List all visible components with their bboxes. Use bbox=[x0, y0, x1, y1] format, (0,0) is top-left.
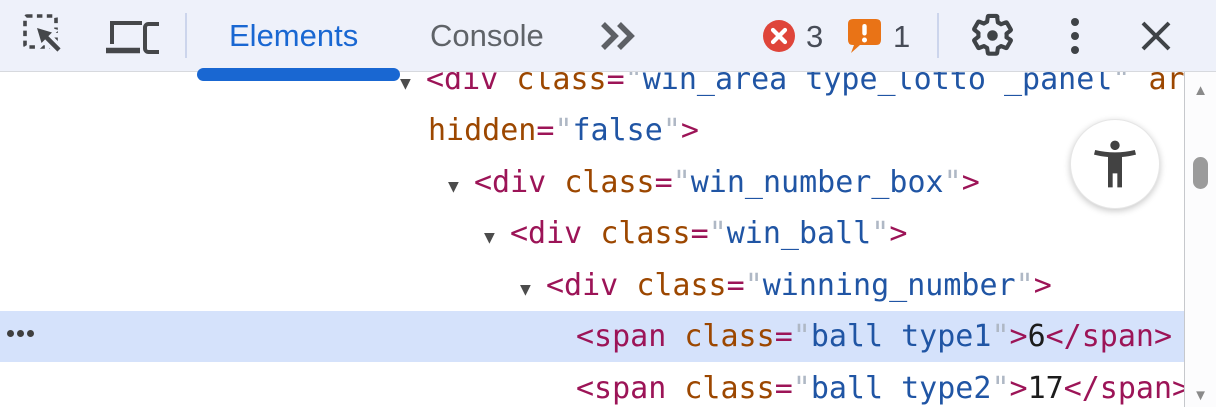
expand-arrow-icon[interactable]: ▼ bbox=[484, 227, 495, 248]
code-token-attr: class bbox=[600, 216, 691, 251]
code-token-quote: " bbox=[708, 216, 727, 251]
code-token-quote: " bbox=[662, 113, 681, 148]
code-token-attr: class bbox=[564, 165, 655, 200]
code-token-tag: = bbox=[536, 113, 555, 148]
toolbar-divider bbox=[937, 13, 939, 58]
code-token-quote: " bbox=[1015, 268, 1034, 303]
code-token-quote: " bbox=[991, 319, 1010, 354]
active-tab-indicator bbox=[197, 68, 400, 81]
code-token-tag: > bbox=[1009, 319, 1028, 354]
code-token-val: ball type2 bbox=[810, 371, 992, 406]
inspect-element-icon[interactable] bbox=[22, 13, 72, 59]
code-token-quote: " bbox=[554, 113, 573, 148]
code-token-quote: " bbox=[744, 268, 763, 303]
dom-tree-node[interactable]: hidden="false"> bbox=[428, 105, 699, 156]
code-token-tag: </span> bbox=[1045, 319, 1173, 354]
vertical-scrollbar[interactable]: ▲ ▼ bbox=[1184, 71, 1216, 407]
code-token-tag: </span> bbox=[1063, 371, 1191, 406]
code-token-quote: " bbox=[792, 319, 811, 354]
dom-tree-node[interactable]: ▼<div class="win_ball"> bbox=[484, 208, 907, 263]
code-token-tag: > bbox=[1033, 268, 1052, 303]
code-token-quote: " bbox=[943, 165, 962, 200]
code-token-tag: > bbox=[889, 216, 908, 251]
code-token-tag: <span bbox=[576, 371, 685, 406]
dot bbox=[27, 330, 34, 337]
code-token-val: ball type1 bbox=[810, 319, 992, 354]
error-count[interactable]: 3 bbox=[806, 19, 824, 54]
accessibility-person-icon bbox=[1094, 140, 1136, 188]
more-tabs-icon[interactable] bbox=[599, 21, 637, 51]
code-token-tag: = bbox=[690, 216, 709, 251]
code-token-tag: <div bbox=[546, 268, 637, 303]
scroll-up-icon[interactable]: ▲ bbox=[1193, 82, 1208, 99]
close-icon[interactable] bbox=[1137, 17, 1175, 55]
code-token-tag: = bbox=[774, 319, 793, 354]
warning-count[interactable]: 1 bbox=[893, 19, 911, 54]
code-token-quote: " bbox=[672, 165, 691, 200]
expand-arrow-icon[interactable]: ▼ bbox=[400, 73, 411, 94]
warning-badge-icon[interactable] bbox=[845, 17, 883, 55]
settings-gear-icon[interactable] bbox=[969, 12, 1016, 59]
code-token-tag: = bbox=[654, 165, 673, 200]
code-token-tag: > bbox=[1009, 371, 1028, 406]
node-more-actions-icon[interactable] bbox=[7, 330, 34, 337]
code-token-val: win_ball bbox=[726, 216, 872, 251]
dom-tree-node[interactable]: ▼<div class="win_number_box"> bbox=[448, 157, 980, 212]
code-token-attr: class bbox=[684, 319, 775, 354]
error-badge-icon[interactable] bbox=[762, 19, 796, 53]
dom-tree-node[interactable]: <span class="ball type2">17</span> bbox=[576, 363, 1190, 407]
expand-arrow-icon[interactable]: ▼ bbox=[520, 279, 531, 300]
scroll-down-icon[interactable]: ▼ bbox=[1193, 387, 1208, 404]
code-token-tag: > bbox=[680, 113, 699, 148]
kebab-menu-icon[interactable] bbox=[1071, 18, 1079, 60]
code-token-quote: " bbox=[871, 216, 890, 251]
code-token-val: win_number_box bbox=[690, 165, 944, 200]
code-token-quote: " bbox=[792, 371, 811, 406]
dot bbox=[1071, 18, 1079, 26]
accessibility-overlay-button[interactable] bbox=[1070, 119, 1160, 209]
code-token-tag: = bbox=[726, 268, 745, 303]
dot bbox=[1071, 32, 1079, 40]
scrollbar-thumb[interactable] bbox=[1193, 157, 1208, 189]
code-token-attr: class bbox=[636, 268, 727, 303]
toolbar-divider bbox=[185, 13, 187, 58]
code-token-tag: <div bbox=[474, 165, 565, 200]
dot bbox=[7, 330, 14, 337]
selected-node-highlight[interactable] bbox=[0, 311, 1184, 362]
code-token-tag: > bbox=[961, 165, 980, 200]
code-token-tag: <div bbox=[510, 216, 601, 251]
code-token-quote: " bbox=[991, 371, 1010, 406]
code-token-attr: hidden bbox=[428, 113, 537, 148]
code-token-tag: = bbox=[774, 371, 793, 406]
dom-tree-node-selected[interactable]: <span class="ball type1">6</span> bbox=[576, 311, 1172, 362]
code-token-val: winning_number bbox=[762, 268, 1016, 303]
dot bbox=[1071, 46, 1079, 54]
code-token-tag: <span bbox=[576, 319, 685, 354]
code-token-plain: 17 bbox=[1027, 371, 1064, 406]
dom-tree-node[interactable]: ▼<div class="winning_number"> bbox=[520, 260, 1052, 315]
code-token-val: false bbox=[572, 113, 663, 148]
code-token-plain: 6 bbox=[1027, 319, 1046, 354]
code-token-attr: class bbox=[684, 371, 775, 406]
dot bbox=[17, 330, 24, 337]
devtools-toolbar: Elements Console 3 1 bbox=[0, 0, 1216, 72]
tab-console[interactable]: Console bbox=[430, 18, 544, 53]
tab-elements[interactable]: Elements bbox=[229, 18, 359, 53]
device-toolbar-icon[interactable] bbox=[103, 14, 159, 58]
expand-arrow-icon[interactable]: ▼ bbox=[448, 176, 459, 197]
